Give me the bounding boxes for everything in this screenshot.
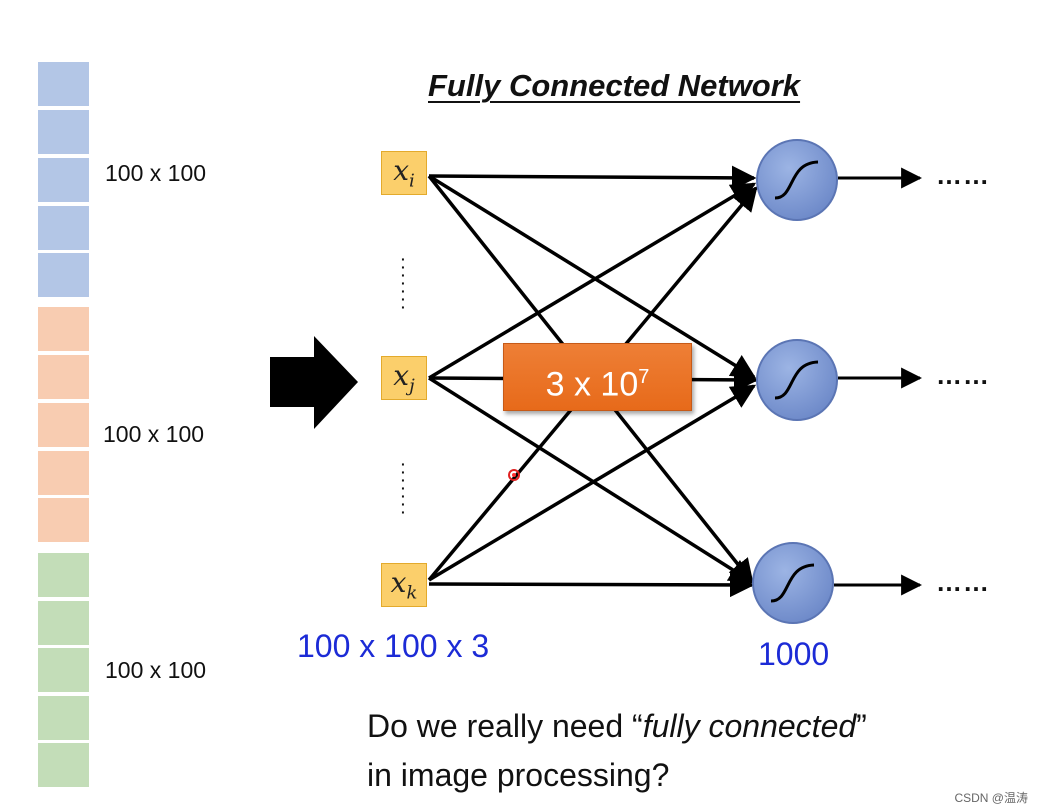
parameter-count-box: 3 x 107 <box>503 343 692 411</box>
input-size-label: 100 x 100 x 3 <box>297 628 490 664</box>
output-size-label: 1000 <box>758 636 830 672</box>
watermark: CSDN @温涛 <box>954 791 1028 805</box>
output-ellipsis: …… <box>936 160 990 190</box>
vertical-ellipsis: ······· <box>401 251 406 315</box>
image-segment-blue <box>38 206 89 250</box>
output-ellipsis: …… <box>936 567 990 597</box>
diagram-title: Fully Connected Network <box>428 68 801 103</box>
segment-label-green: 100 x 100 <box>105 657 207 683</box>
question-line-2: in image processing? <box>367 757 670 793</box>
image-segment-blue <box>38 158 89 202</box>
image-segment-green <box>38 648 89 692</box>
segment-label-orange: 100 x 100 <box>103 421 205 447</box>
question-line-1: Do we really need “fully connected” <box>367 708 867 744</box>
segment-label-blue: 100 x 100 <box>105 160 207 186</box>
input-node-i: xi <box>381 151 427 195</box>
image-segment-green <box>38 601 89 645</box>
input-node-j: xj <box>381 356 427 400</box>
image-segment-green <box>38 696 89 740</box>
image-segment-blue <box>38 62 89 106</box>
image-segment-orange <box>38 355 89 399</box>
image-segment-orange <box>38 403 89 447</box>
neuron-2 <box>756 339 838 421</box>
image-segment-blue <box>38 253 89 297</box>
image-segment-orange <box>38 498 89 542</box>
connection <box>428 384 757 582</box>
image-segment-orange <box>38 307 89 351</box>
vertical-ellipsis: ······· <box>401 456 406 520</box>
image-segment-green <box>38 743 89 787</box>
neuron-1 <box>756 139 838 221</box>
output-ellipsis: …… <box>936 360 990 390</box>
cursor-dot <box>508 469 520 481</box>
connection <box>428 572 755 598</box>
image-segment-green <box>38 553 89 597</box>
connection <box>428 376 755 584</box>
connection <box>428 165 757 191</box>
big-input-arrow <box>270 336 358 429</box>
connection <box>428 174 757 379</box>
input-node-k: xk <box>381 563 427 607</box>
neuron-3 <box>752 542 834 624</box>
image-segment-orange <box>38 451 89 495</box>
image-segment-blue <box>38 110 89 154</box>
connection <box>428 182 757 380</box>
